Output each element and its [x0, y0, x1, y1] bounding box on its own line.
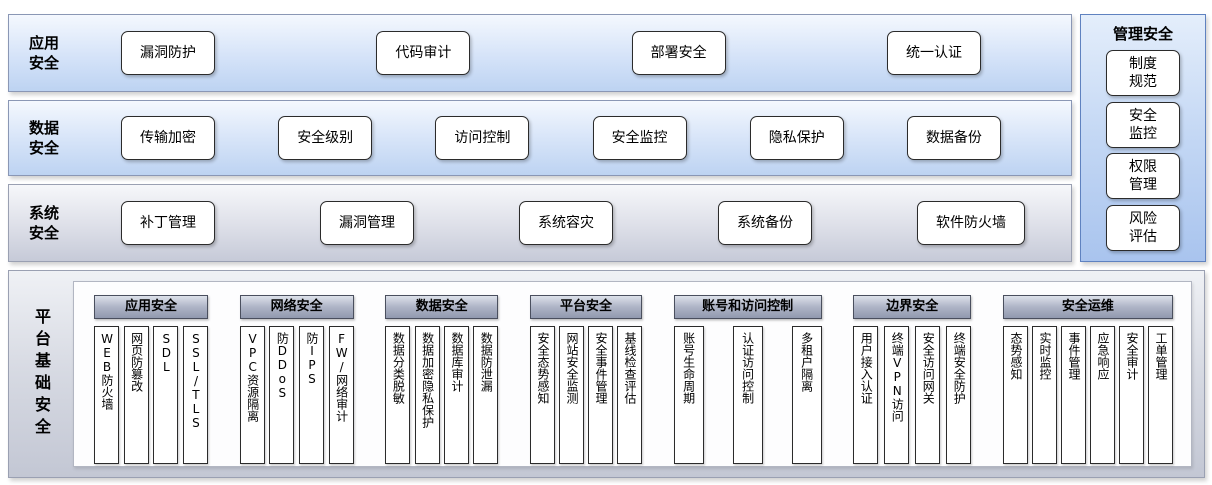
- platform-group-title: 安全运维: [1002, 295, 1173, 319]
- platform-group-items: 用户接入认证终端VPN访问安全访问网关终端安全防护: [853, 326, 972, 464]
- platform-item-box: 数据防泄漏: [473, 326, 499, 464]
- management-box: 制度规范: [1106, 50, 1180, 97]
- platform-label: 平台基础安全: [9, 271, 73, 477]
- layer-box: 漏洞管理: [320, 201, 414, 245]
- platform-group-title: 网络安全: [239, 295, 354, 319]
- layer-data-security: 数据安全 传输加密 安全级别 访问控制 安全监控 隐私保护 数据备份: [8, 100, 1072, 176]
- management-box: 权限管理: [1106, 153, 1180, 200]
- layer-box: 访问控制: [435, 116, 530, 160]
- layer-box: 系统备份: [718, 201, 812, 245]
- platform-item-box: 工单管理: [1147, 326, 1173, 464]
- platform-group-title: 账号和访问控制: [673, 295, 822, 319]
- management-box: 安全监控: [1106, 101, 1180, 148]
- layer-box: 安全监控: [592, 116, 687, 160]
- platform-item-box: 网站安全监测: [558, 326, 584, 464]
- platform-item-box: 账号生命周期: [673, 326, 704, 464]
- platform-group-title: 应用安全: [94, 295, 208, 319]
- platform-group-title: 平台安全: [529, 295, 642, 319]
- platform-item-box: SSL/TLS: [182, 326, 208, 464]
- platform-item-box: 安全审计: [1118, 326, 1144, 464]
- layer-box: 隐私保护: [749, 116, 844, 160]
- layer-box: 补丁管理: [121, 201, 215, 245]
- platform-item-box: 认证访问控制: [732, 326, 763, 464]
- layer-box: 系统容灾: [519, 201, 613, 245]
- layer-application-security: 应用安全 漏洞防护 代码审计 部署安全 统一认证: [8, 14, 1072, 92]
- platform-group-items: 态势感知实时监控事件管理应急响应安全审计工单管理: [1002, 326, 1173, 464]
- layer-box: 软件防火墙: [917, 201, 1025, 245]
- platform-item-box: 终端安全防护: [946, 326, 972, 464]
- layer-label-data: 数据安全: [9, 118, 121, 159]
- layer-label-text: 数据安全: [29, 118, 60, 157]
- platform-item-box: 态势感知: [1002, 326, 1028, 464]
- management-security-panel: 管理安全 制度规范安全监控权限管理风险评估: [1080, 14, 1206, 262]
- platform-label-text: 平台基础安全: [32, 308, 51, 440]
- layer-items-system: 补丁管理 漏洞管理 系统容灾 系统备份 软件防火墙: [121, 201, 1025, 245]
- platform-item-box: 安全态势感知: [529, 326, 555, 464]
- platform-item-box: VPC资源隔离: [239, 326, 265, 464]
- layer-items-application: 漏洞防护 代码审计 部署安全 统一认证: [121, 31, 981, 75]
- platform-item-box: 用户接入认证: [853, 326, 879, 464]
- platform-group: 安全运维态势感知实时监控事件管理应急响应安全审计工单管理: [1002, 295, 1173, 464]
- management-box: 风险评估: [1106, 204, 1180, 251]
- platform-item-box: 安全访问网关: [915, 326, 941, 464]
- platform-item-box: WEB防火墙: [94, 326, 119, 464]
- platform-item-box: SDL: [153, 326, 179, 464]
- management-items: 制度规范安全监控权限管理风险评估: [1081, 50, 1205, 251]
- platform-item-box: 网页防篡改: [123, 326, 149, 464]
- platform-group: 数据安全数据分类脱敏数据加密隐私保护数据库审计数据防泄漏: [385, 295, 499, 464]
- platform-item-box: 基线检查评估: [616, 326, 642, 464]
- layer-box: 数据备份: [906, 116, 1001, 160]
- platform-item-box: 防IPS: [298, 326, 324, 464]
- layer-box: 传输加密: [121, 116, 215, 160]
- platform-group-items: 安全态势感知网站安全监测安全事件管理基线检查评估: [529, 326, 642, 464]
- layer-label-text: 系统安全: [29, 203, 60, 242]
- platform-group: 边界安全用户接入认证终端VPN访问安全访问网关终端安全防护: [853, 295, 972, 464]
- platform-item-box: 事件管理: [1060, 326, 1086, 464]
- platform-item-box: 数据库审计: [443, 326, 469, 464]
- platform-item-box: FW/网络审计: [328, 326, 354, 464]
- layer-label-system: 系统安全: [9, 203, 121, 244]
- platform-item-box: 数据分类脱敏: [385, 326, 411, 464]
- platform-item-box: 防DDoS: [269, 326, 295, 464]
- layer-box: 安全级别: [278, 116, 373, 160]
- platform-item-box: 终端VPN访问: [884, 326, 910, 464]
- layer-system-security: 系统安全 补丁管理 漏洞管理 系统容灾 系统备份 软件防火墙: [8, 184, 1072, 262]
- layer-box: 部署安全: [631, 31, 726, 75]
- platform-item-box: 多租户隔离: [791, 326, 822, 464]
- platform-group-title: 数据安全: [385, 295, 499, 319]
- layer-label-text: 应用安全: [29, 33, 60, 72]
- platform-group: 账号和访问控制账号生命周期认证访问控制多租户隔离: [673, 295, 822, 464]
- platform-group-items: 数据分类脱敏数据加密隐私保护数据库审计数据防泄漏: [385, 326, 499, 464]
- platform-item-box: 应急响应: [1089, 326, 1115, 464]
- platform-item-box: 数据加密隐私保护: [414, 326, 440, 464]
- platform-item-box: 实时监控: [1031, 326, 1057, 464]
- platform-group: 平台安全安全态势感知网站安全监测安全事件管理基线检查评估: [529, 295, 642, 464]
- layer-box: 漏洞防护: [121, 31, 215, 75]
- platform-item-box: 安全事件管理: [587, 326, 613, 464]
- layer-label-application: 应用安全: [9, 33, 121, 74]
- layer-box: 代码审计: [376, 31, 471, 75]
- platform-group-title: 边界安全: [853, 295, 972, 319]
- layer-box: 统一认证: [886, 31, 981, 75]
- platform-group-items: 账号生命周期认证访问控制多租户隔离: [673, 326, 822, 464]
- layer-items-data: 传输加密 安全级别 访问控制 安全监控 隐私保护 数据备份: [121, 116, 1001, 160]
- management-title: 管理安全: [1112, 25, 1173, 43]
